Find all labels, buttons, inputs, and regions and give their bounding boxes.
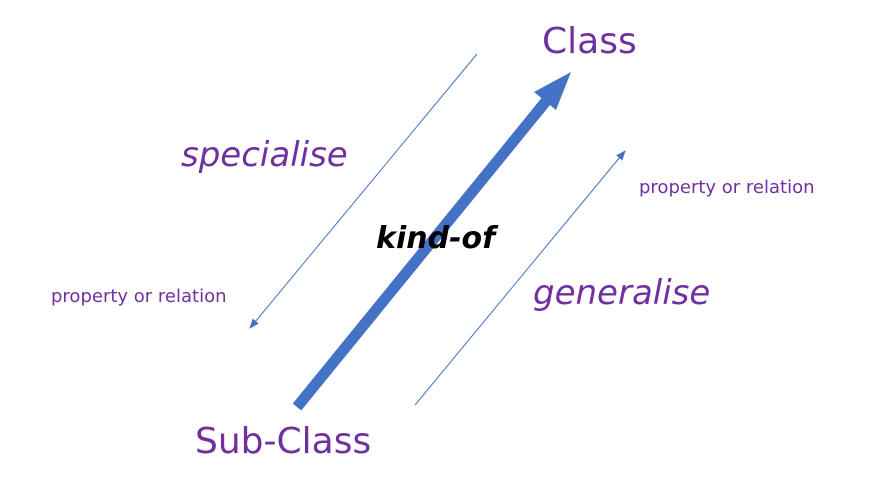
generalise-arrow [414, 150, 626, 406]
kind-of-arrowhead [534, 72, 571, 110]
specialise-annotation: property or relation [51, 286, 227, 307]
kind-of-arrow-shaft [292, 96, 552, 411]
specialise-label: specialise [181, 135, 348, 175]
generalise-label: generalise [533, 273, 711, 313]
kind-of-label: kind-of [376, 221, 496, 256]
class-node-label: Class [542, 21, 637, 62]
specialise-arrow [249, 53, 478, 329]
subclass-node-label: Sub-Class [195, 421, 372, 462]
generalise-annotation: property or relation [639, 177, 815, 198]
